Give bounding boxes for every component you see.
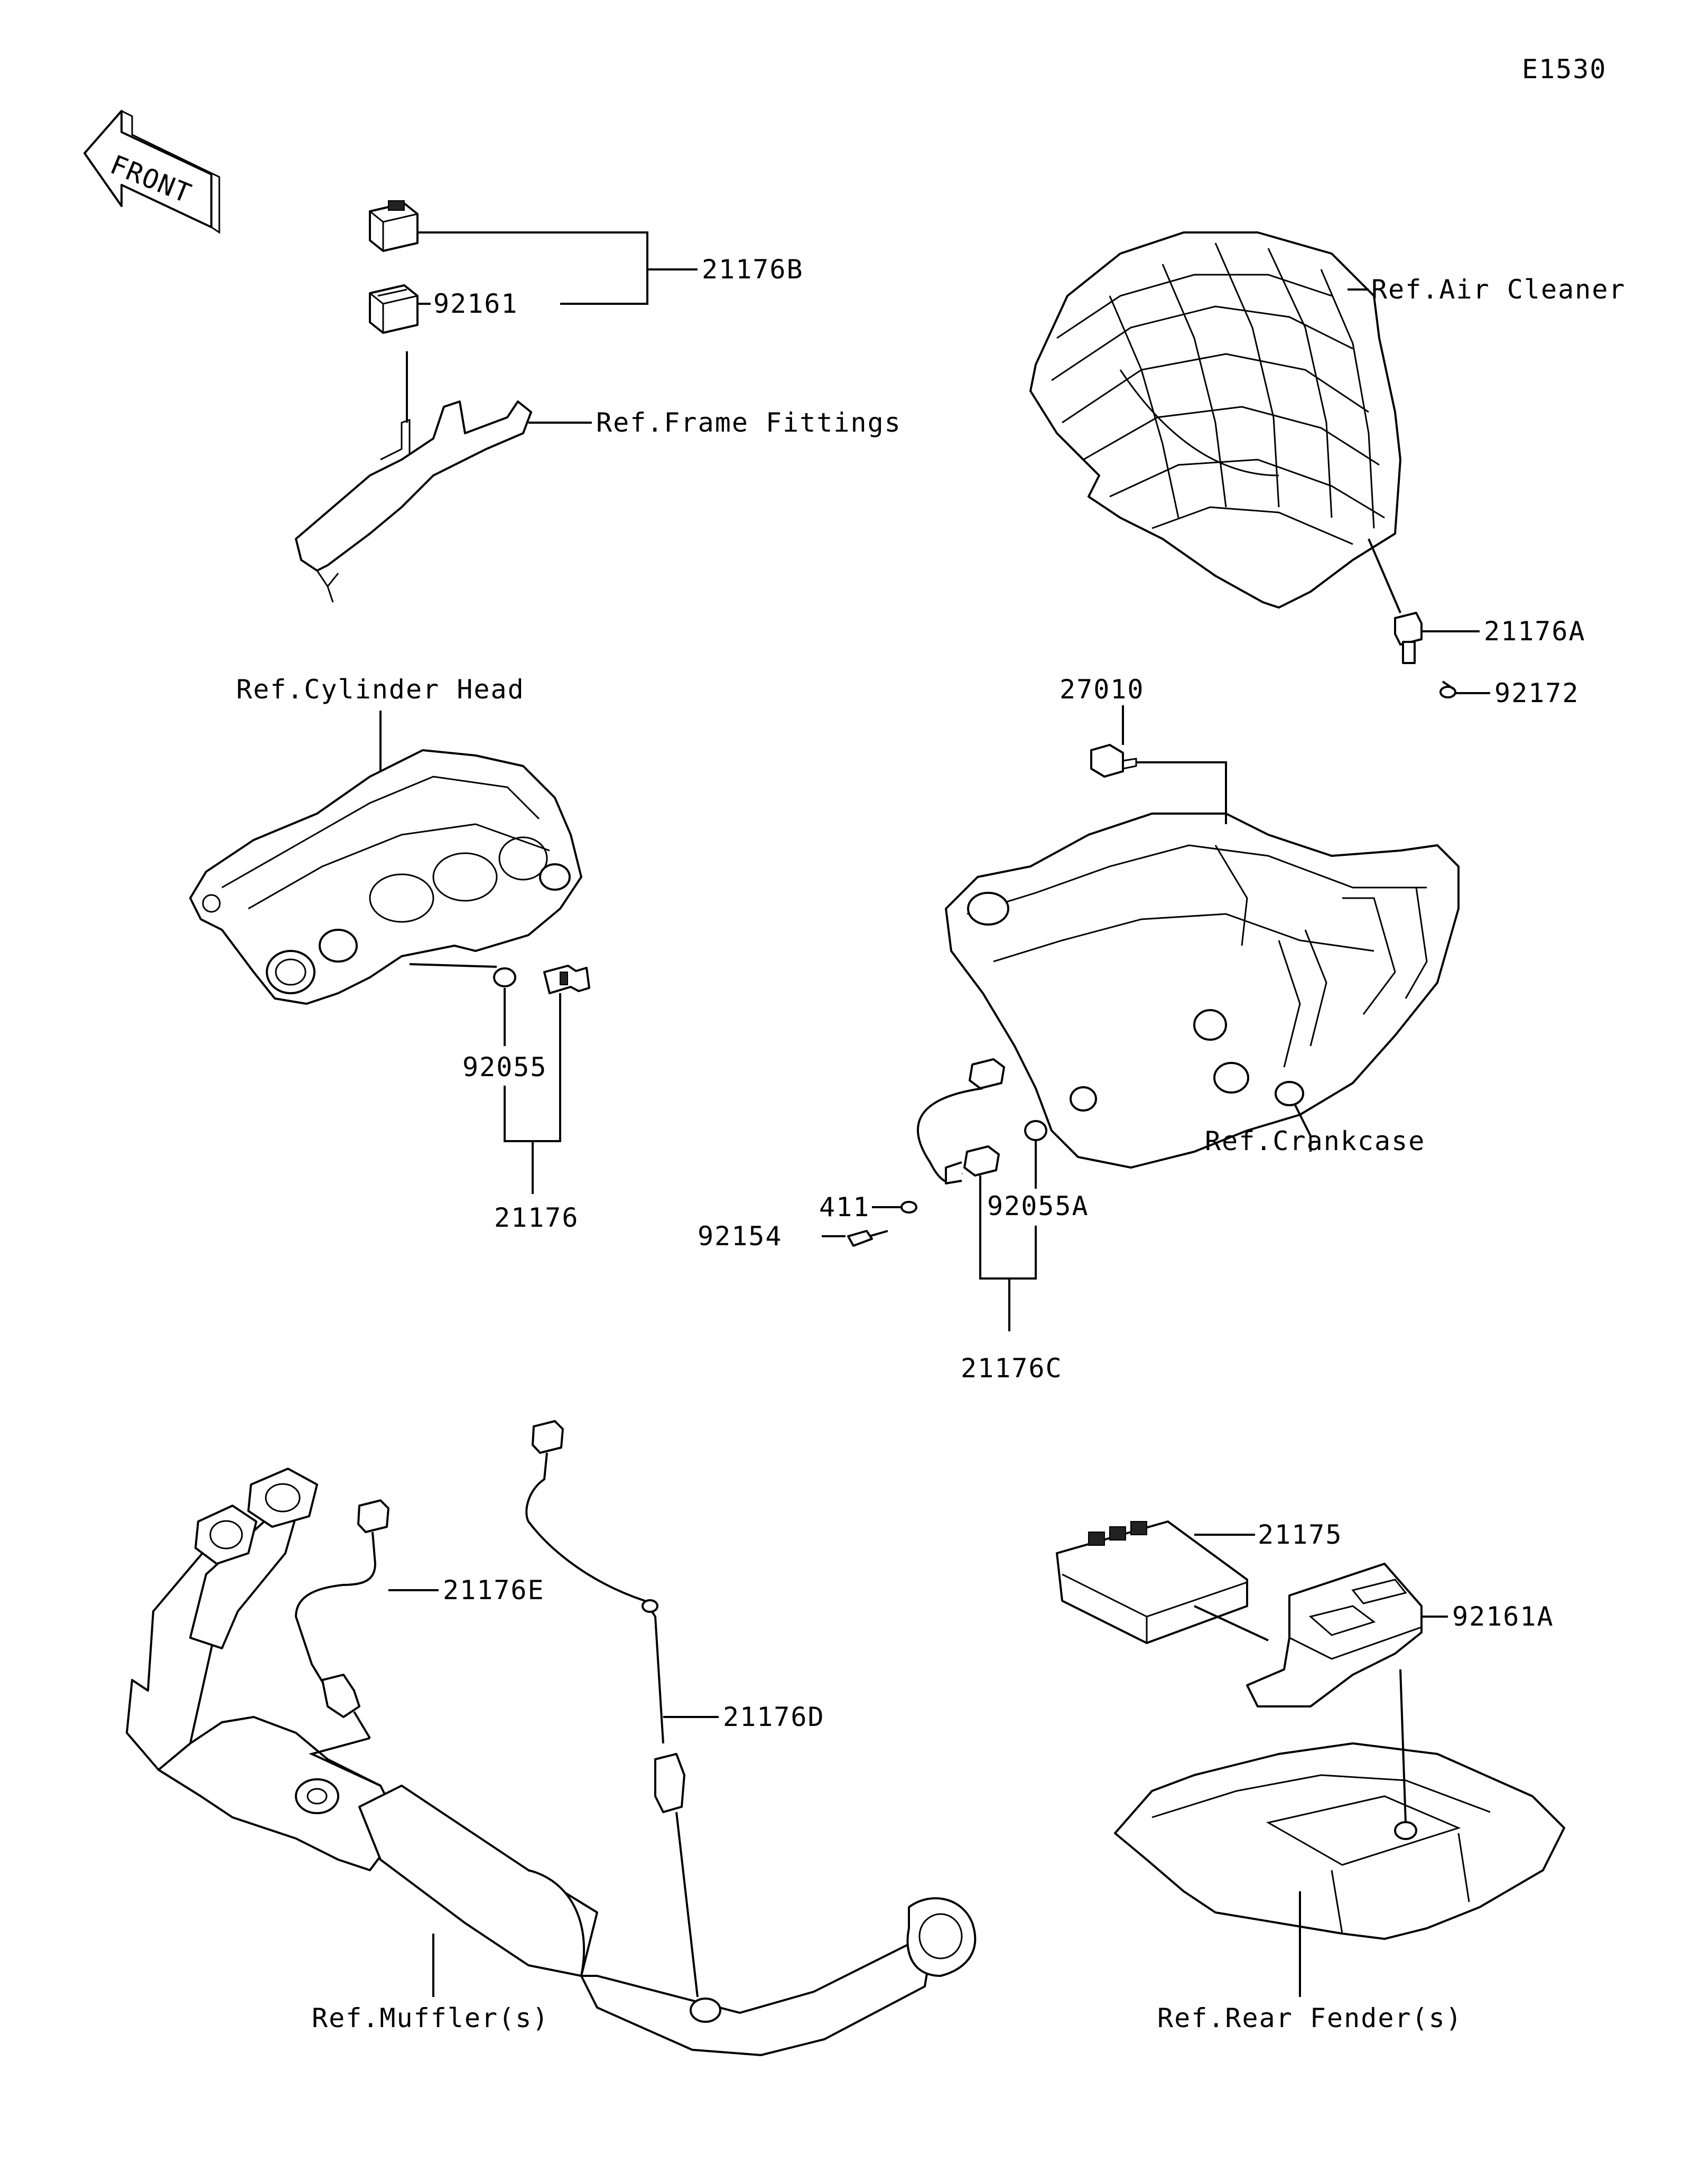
label-21176d: 21176D [723, 1702, 825, 1732]
label-92161a: 92161A [1452, 1601, 1554, 1632]
label-92055a: 92055A [987, 1191, 1089, 1221]
o-ring-92055a [1024, 1120, 1047, 1141]
label-air-cleaner: Ref.Air Cleaner [1371, 274, 1626, 305]
o-ring-92055 [493, 967, 516, 987]
label-21175: 21175 [1258, 1519, 1343, 1550]
label-92172: 92172 [1494, 678, 1579, 708]
clamp-411 [900, 1201, 917, 1214]
label-cylinder-head: Ref.Cylinder Head [236, 674, 525, 705]
intake-temp-sensor-21176a [1394, 612, 1423, 664]
label-21176: 21176 [494, 1202, 579, 1233]
crank-sensor-21176c [916, 1058, 1005, 1184]
bolt-92154 [847, 1230, 888, 1247]
air-cleaner-housing [1029, 231, 1401, 609]
rear-fender [1114, 1742, 1565, 1940]
exhaust-header-pipes [126, 1468, 403, 1871]
label-rear-fender: Ref.Rear Fender(s) [1157, 2003, 1463, 2033]
screw-92172 [1439, 680, 1456, 698]
ecu-21175 [1056, 1520, 1248, 1644]
cylinder-head [189, 749, 582, 1005]
front-arrow-icon: FRONT [83, 110, 220, 234]
label-92154: 92154 [698, 1221, 783, 1252]
relay-21176b [369, 200, 419, 252]
label-27010: 27010 [1060, 674, 1145, 705]
label-21176a: 21176A [1484, 616, 1586, 647]
o2-sensor-21176d [525, 1420, 699, 1998]
label-frame-fittings: Ref.Frame Fittings [596, 407, 902, 438]
o2-sensor-21176e [294, 1499, 389, 1739]
label-crankcase: Ref.Crankcase [1205, 1126, 1425, 1156]
frame-bracket [295, 400, 532, 603]
label-92055: 92055 [462, 1052, 547, 1082]
label-mufflers: Ref.Muffler(s) [312, 2003, 549, 2033]
label-92161: 92161 [433, 288, 518, 319]
relay-rubber-92161 [369, 284, 419, 334]
label-21176c: 21176C [961, 1353, 1063, 1384]
label-21176b: 21176B [702, 254, 804, 285]
oil-pressure-switch-27010 [1090, 744, 1137, 778]
water-temp-sensor-21176 [543, 965, 590, 994]
muffler [358, 1785, 977, 2056]
label-21176e: 21176E [443, 1575, 545, 1606]
diagram-code: E1530 [1522, 54, 1607, 85]
label-411: 411 [819, 1192, 870, 1222]
crankcase [945, 813, 1460, 1169]
ecu-holder-92161a [1246, 1563, 1423, 1707]
